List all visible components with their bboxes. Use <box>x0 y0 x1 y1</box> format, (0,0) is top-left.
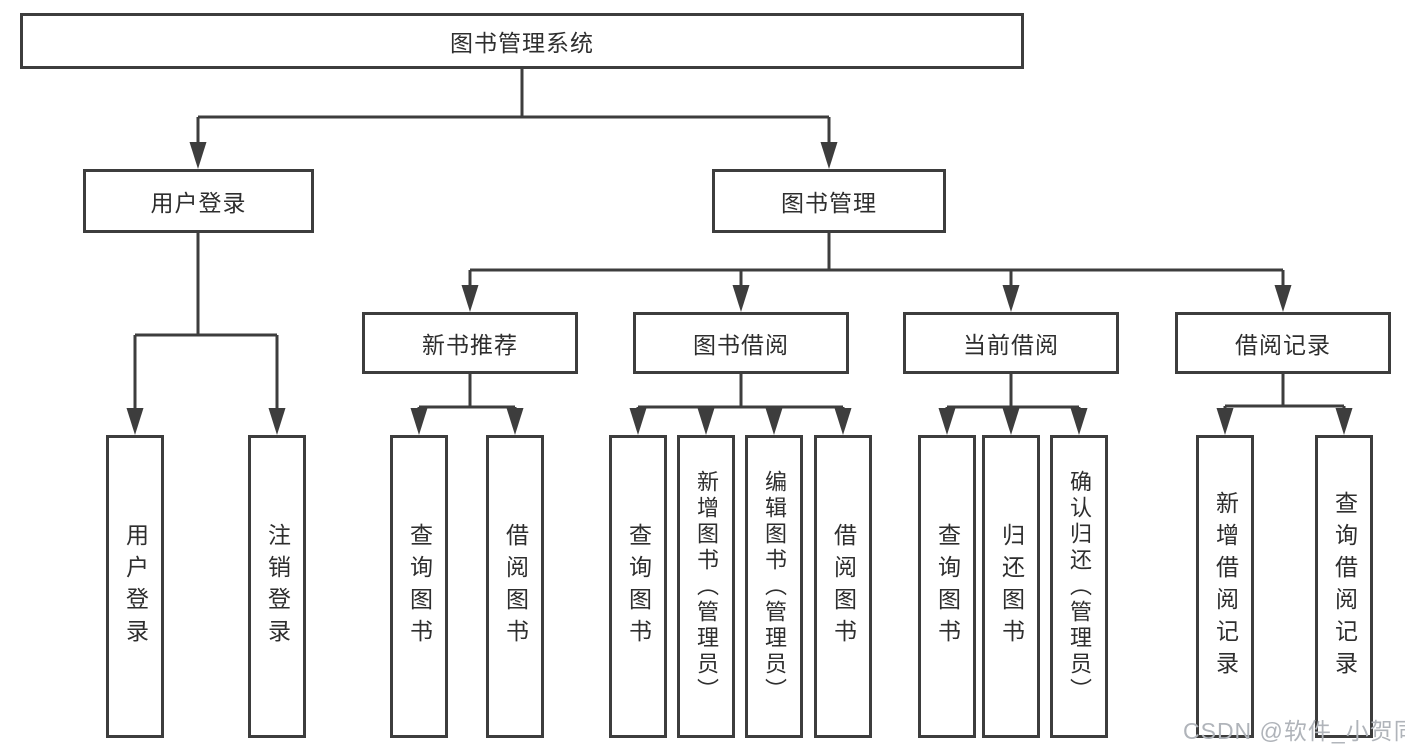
leaf-query-books-current: 查询图书 <box>918 435 976 738</box>
connector-book-borrow-to-leaves <box>629 374 852 435</box>
leaf-query-borrow-record: 查询借阅记录 <box>1315 435 1373 738</box>
arrowhead <box>506 408 524 435</box>
arrowhead <box>461 285 479 312</box>
connector-book-mgmt-to-level3 <box>461 233 1292 312</box>
arrowhead <box>1335 408 1353 435</box>
node-new-book-recommend: 新书推荐 <box>362 312 578 374</box>
node-root: 图书管理系统 <box>20 13 1024 69</box>
arrowhead <box>1070 408 1088 435</box>
arrowhead <box>1002 408 1020 435</box>
node-book-mgmt: 图书管理 <box>712 169 946 233</box>
leaf-query-books-recommend: 查询图书 <box>390 435 448 738</box>
leaf-add-books-admin: 新增图书（管理员） <box>677 435 735 738</box>
arrowhead <box>1216 408 1234 435</box>
node-current-borrow: 当前借阅 <box>903 312 1119 374</box>
connector-user-login-to-leaves <box>126 233 286 435</box>
connector-root-to-level2 <box>189 69 838 169</box>
arrowhead <box>938 408 956 435</box>
arrowhead <box>1002 285 1020 312</box>
leaf-user-login: 用户登录 <box>106 435 164 738</box>
leaf-borrow-books: 借阅图书 <box>814 435 872 738</box>
arrowhead <box>126 408 144 435</box>
arrowhead <box>410 408 428 435</box>
arrowhead <box>629 408 647 435</box>
leaf-return-books: 归还图书 <box>982 435 1040 738</box>
leaf-logout: 注销登录 <box>248 435 306 738</box>
arrowhead <box>1274 285 1292 312</box>
leaf-add-borrow-record: 新增借阅记录 <box>1196 435 1254 738</box>
node-user-login: 用户登录 <box>83 169 314 233</box>
connector-borrow-record-to-leaves <box>1216 374 1353 435</box>
arrowhead <box>189 142 207 169</box>
leaf-edit-books-admin: 编辑图书（管理员） <box>745 435 803 738</box>
arrowhead <box>765 408 783 435</box>
arrowhead <box>268 408 286 435</box>
arrowhead <box>820 142 838 169</box>
arrowhead <box>697 408 715 435</box>
leaf-borrow-books-recommend: 借阅图书 <box>486 435 544 738</box>
arrowhead <box>732 285 750 312</box>
connector-current-borrow-to-leaves <box>938 374 1088 435</box>
arrowhead <box>834 408 852 435</box>
node-borrow-record: 借阅记录 <box>1175 312 1391 374</box>
leaf-query-books-borrow: 查询图书 <box>609 435 667 738</box>
leaf-confirm-return-admin: 确认归还（管理员） <box>1050 435 1108 738</box>
connector-new-book-recommend-to-leaves <box>410 374 524 435</box>
csdn-watermark: CSDN @软件_小贺同学 <box>1183 718 1405 744</box>
node-book-borrow: 图书借阅 <box>633 312 849 374</box>
